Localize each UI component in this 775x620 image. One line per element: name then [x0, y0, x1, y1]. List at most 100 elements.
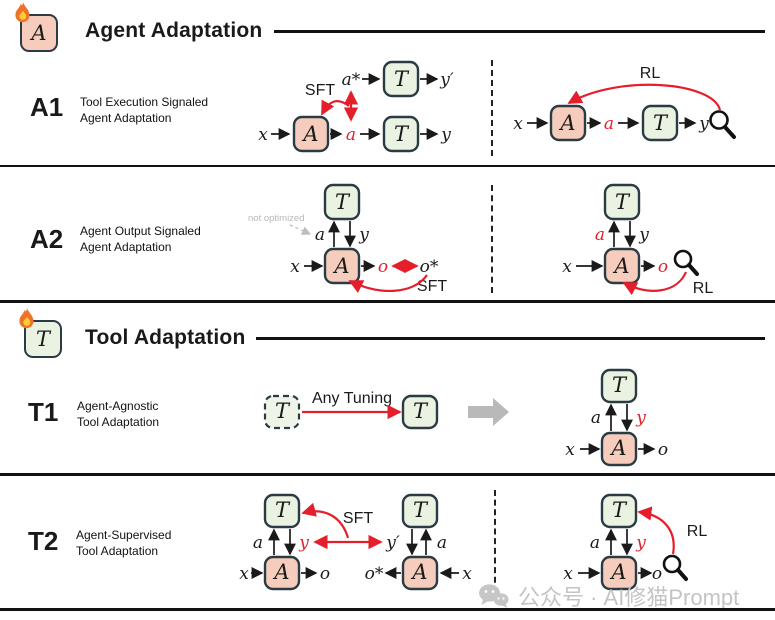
row-desc-t1-line2: Tool Adaptation: [77, 414, 160, 429]
agent-letter: A: [272, 560, 289, 584]
tool-box-ref: T: [401, 493, 439, 529]
agent-box-letter: A: [31, 21, 47, 45]
tool-letter: T: [413, 498, 429, 522]
watermark-text: 公众号 · AI修猫Prompt: [518, 585, 740, 610]
signal-rl-curve: [637, 506, 675, 555]
row-desc-t2-line2: Tool Adaptation: [76, 543, 159, 558]
var-o: o: [658, 440, 668, 460]
diagram-a1-sft: x A a T y a* T y′ SFT: [258, 60, 454, 153]
diagram-t2-rl: T a y A x o RL: [563, 493, 707, 591]
tool-box: T: [641, 104, 679, 142]
var-x: x: [565, 440, 575, 460]
var-y: y: [440, 125, 451, 145]
tool-box: T: [323, 183, 361, 221]
var-y: y: [635, 408, 646, 428]
var-o: o: [658, 257, 668, 277]
magnifier-icon: [673, 249, 699, 276]
row-desc-t2: Agent-Supervised Tool Adaptation: [76, 528, 171, 559]
diagram-t1-result: T a y A x o: [565, 368, 668, 467]
sft-label: SFT: [343, 510, 373, 527]
var-x: x: [462, 564, 472, 584]
separator-a2: [491, 185, 493, 293]
var-x: x: [562, 257, 572, 277]
var-y-prime: y′: [385, 533, 400, 553]
tool-section-icon-box: T: [24, 320, 62, 358]
var-x: x: [513, 114, 523, 134]
agent-box: A: [292, 115, 330, 153]
agent-box-ref: A: [401, 555, 439, 591]
row-desc-a1: Tool Execution Signaled Agent Adaptation: [80, 95, 208, 126]
divider-t1-t2: [0, 473, 775, 476]
var-y: y: [298, 533, 309, 553]
var-a: a: [315, 225, 325, 245]
any-tuning-label: Any Tuning: [312, 390, 392, 407]
agent-box: A: [600, 555, 638, 591]
var-y: y: [358, 225, 369, 245]
row-id-a1: A1: [30, 92, 64, 122]
tool-title-rule: [256, 337, 765, 340]
tool-box-trained: T: [401, 394, 439, 430]
tool-box-letter: T: [35, 327, 50, 351]
wechat-icon: [479, 583, 509, 608]
var-o-star: o*: [365, 564, 384, 584]
magnifier-icon: [662, 554, 688, 581]
tool-box-top: T: [382, 60, 420, 98]
tool-letter: T: [653, 111, 669, 135]
agent-section-icon-box: A: [20, 14, 58, 52]
agent-box: A: [600, 431, 638, 467]
rl-label: RL: [693, 280, 714, 297]
var-a: a: [437, 533, 447, 553]
agent-letter: A: [612, 254, 629, 278]
sft-label: SFT: [417, 278, 447, 295]
var-x: x: [239, 564, 249, 584]
var-a: a: [595, 225, 605, 245]
var-y: y: [698, 114, 709, 134]
tool-box: T: [263, 493, 301, 529]
row-desc-a2-line2: Agent Adaptation: [80, 239, 172, 254]
tool-letter: T: [612, 373, 628, 397]
agent-box: A: [603, 247, 641, 285]
separator-a1: [491, 60, 493, 156]
var-a: a: [346, 125, 356, 145]
signal-rl-curve: [622, 271, 688, 296]
signal-sft-curve: [321, 99, 350, 116]
row-desc-a1-line1: Tool Execution Signaled: [80, 95, 209, 109]
row-id-t1: T1: [28, 397, 59, 427]
transform-arrow-icon: [468, 398, 509, 426]
diagram-a1-rl: RL x A a T y: [513, 65, 736, 142]
magnifier-icon: [709, 110, 736, 139]
agent-box: A: [323, 247, 361, 285]
flame-icon: [19, 308, 34, 329]
agent-letter: A: [609, 436, 626, 460]
tool-letter: T: [394, 67, 410, 91]
agent-letter: A: [410, 560, 427, 584]
agent-box: A: [549, 104, 587, 142]
var-o: o: [652, 564, 662, 584]
var-a-star: a*: [342, 70, 361, 90]
var-x: x: [563, 564, 573, 584]
tool-box: T: [382, 115, 420, 153]
var-x: x: [258, 125, 268, 145]
signal-rl-curve: [567, 83, 722, 111]
var-y: y: [638, 225, 649, 245]
tool-letter: T: [275, 498, 291, 522]
var-y-prime: y′: [439, 70, 454, 90]
row-id-a2: A2: [30, 224, 64, 254]
divider-a1-a2: [0, 165, 775, 167]
tool-box: T: [600, 493, 638, 529]
row-desc-a2-line1: Agent Output Signaled: [80, 224, 201, 238]
agent-letter: A: [558, 111, 575, 135]
row-desc-t1: Agent-Agnostic Tool Adaptation: [77, 399, 159, 430]
watermark: 公众号 · AI修猫Prompt: [478, 580, 739, 612]
tool-box: T: [600, 368, 638, 404]
sft-label: SFT: [305, 82, 335, 99]
row-desc-a1-line2: Agent Adaptation: [80, 110, 172, 125]
var-a: a: [604, 114, 614, 134]
separator-t2: [494, 490, 496, 602]
tool-section-title: Tool Adaptation: [85, 326, 246, 349]
bottom-rule: [0, 608, 775, 611]
var-y: y: [635, 533, 646, 553]
tool-letter: T: [394, 122, 410, 146]
diagram-a2-sft: T a y A x o o* SFT not optimized: [248, 183, 447, 295]
